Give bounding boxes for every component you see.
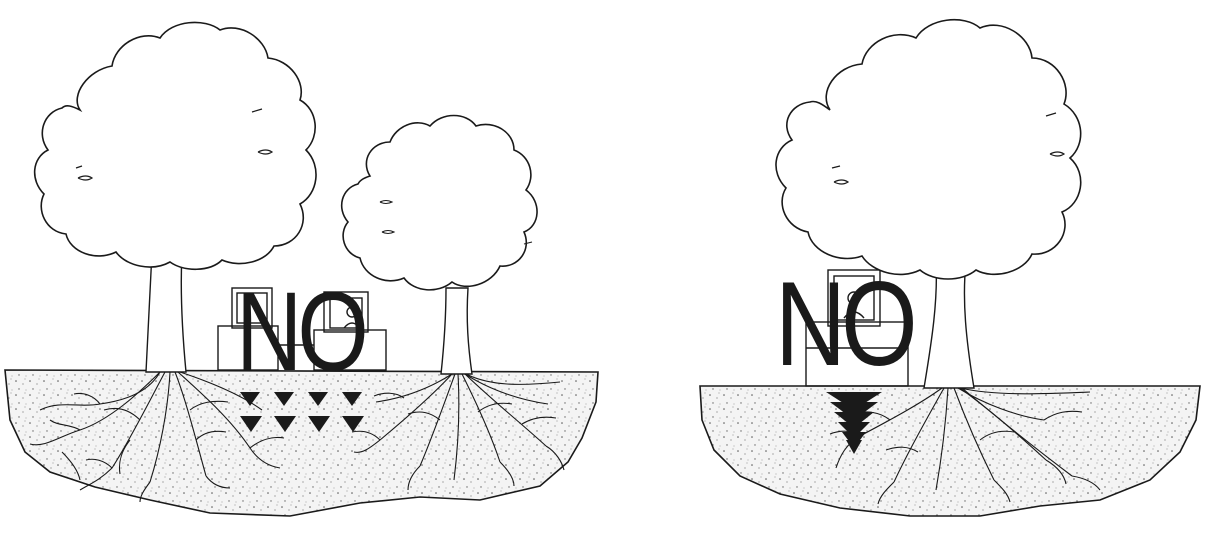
tree-icon [441, 288, 472, 374]
tree-crown-right [342, 116, 537, 290]
tree-icon [924, 262, 974, 388]
panel-left-illustration [0, 0, 605, 536]
tree-icon [146, 252, 186, 372]
tree-crown-left [35, 22, 316, 269]
panel-left: NO [0, 0, 605, 536]
soil-ground [700, 386, 1200, 516]
tree-crown [776, 20, 1081, 279]
panel-right-illustration [680, 0, 1224, 536]
no-label-left: NO [236, 276, 364, 388]
no-label-right: NO [775, 264, 913, 384]
panel-right: NO [680, 0, 1224, 536]
